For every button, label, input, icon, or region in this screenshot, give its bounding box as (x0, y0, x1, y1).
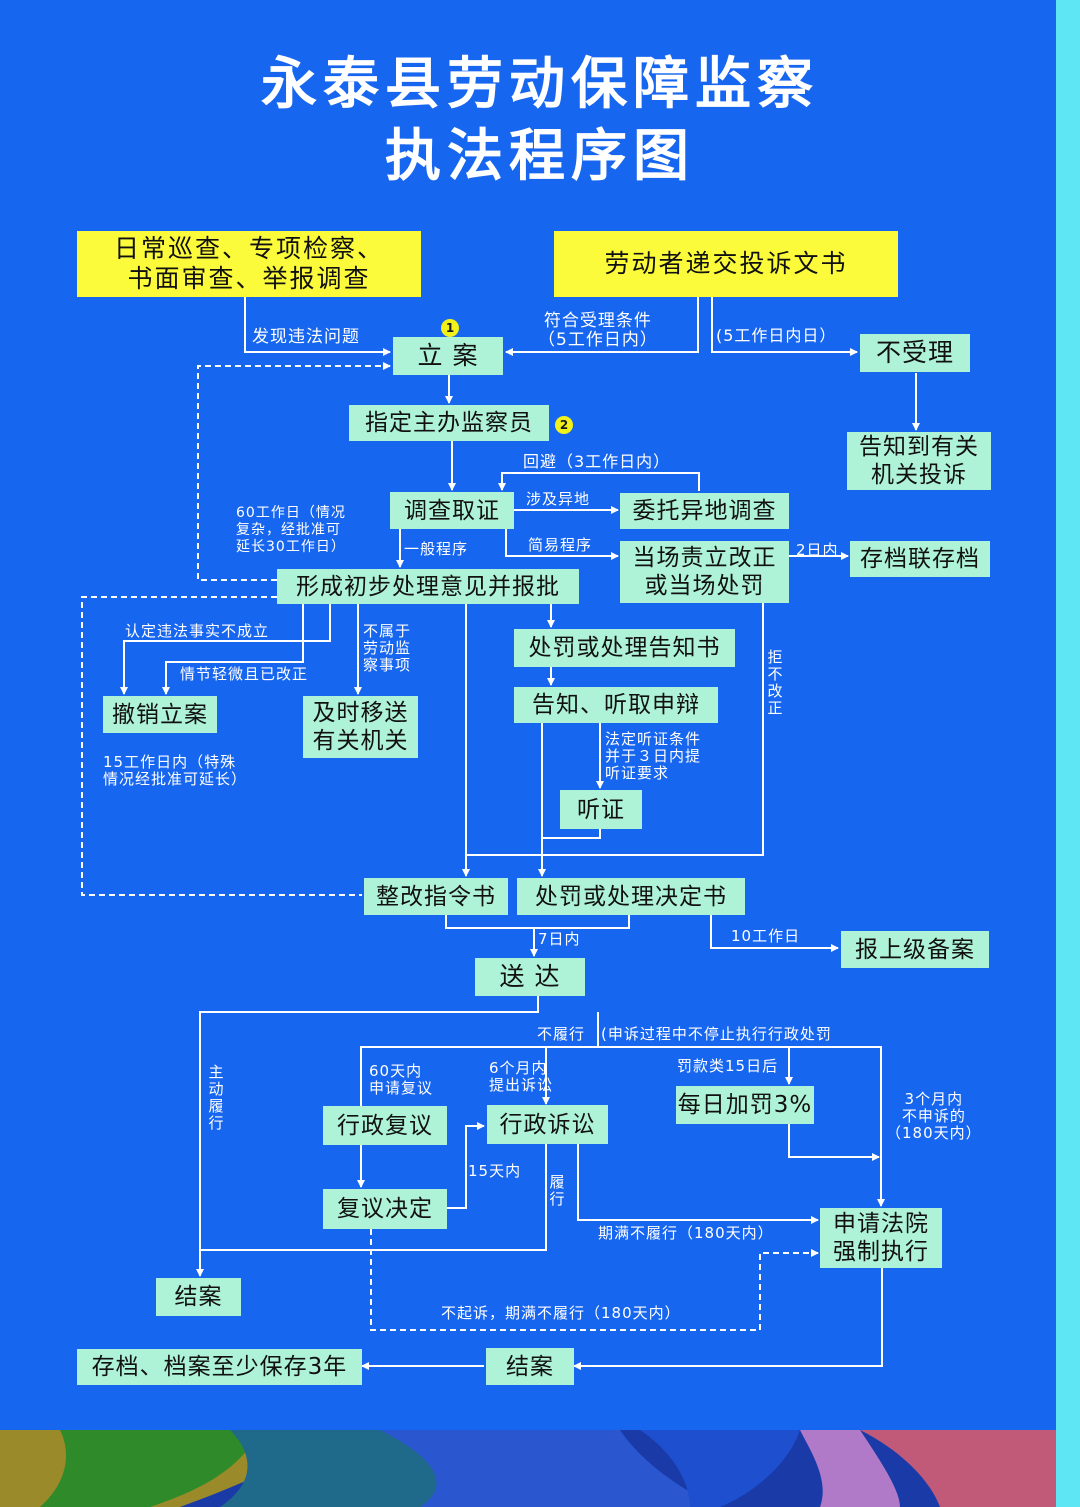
assign-inspector-box: 指定主办监察员 (349, 405, 549, 441)
investigate-box: 调查取证 (390, 492, 514, 529)
label-not-perform: 不履行 (537, 1025, 586, 1043)
title-line-2: 执法程序图 (385, 124, 695, 189)
label-no-stop-enforcement: (申诉过程中不停止执行行政处罚 (601, 1025, 832, 1043)
label-fifteen-workdays: 15工作日内（特殊 情况经批准可延长） (103, 753, 248, 788)
step-badge-1: 1 (441, 319, 459, 337)
label-general-procedure: 一般程序 (404, 540, 469, 558)
preliminary-opinion-box: 形成初步处理意见并报批 (277, 569, 579, 604)
label-sixty-review: 60天内 申请复议 (369, 1062, 434, 1097)
label-no-sue-expire: 不起诉，期满不履行（180天内） (441, 1304, 681, 1322)
notify-complaint-box: 告知到有关 机关投诉 (847, 432, 991, 490)
close-case-left-box: 结案 (156, 1278, 241, 1316)
label-seven-days: 7日内 (538, 930, 581, 948)
label-found-violation: 发现违法问题 (252, 327, 360, 347)
label-minor-corrected: 情节轻微且已改正 (180, 665, 309, 683)
label-sixty-workdays: 60工作日（情况 复杂，经批准可 延长30工作日） (236, 505, 346, 555)
deliver-box: 送 达 (475, 958, 585, 996)
label-ten-workdays: 10工作日 (731, 927, 801, 945)
li-an-box: 立 案 (393, 337, 503, 375)
archive-joint-box: 存档联存档 (850, 541, 990, 577)
label-simple-procedure: 简易程序 (528, 536, 593, 554)
review-decision-box: 复议决定 (323, 1189, 447, 1229)
entrust-remote-box: 委托异地调查 (620, 493, 789, 529)
admin-litigation-box: 行政诉讼 (487, 1105, 608, 1144)
label-not-belong: 不属于 劳动监 察事项 (363, 622, 412, 674)
rectify-order-box: 整改指令书 (364, 878, 508, 915)
bottom-decorative-artwork (0, 1430, 1056, 1507)
label-fifteen-within: 15天内 (468, 1162, 522, 1180)
title-line-1: 永泰县劳动保障监察 (261, 52, 819, 117)
report-superior-box: 报上级备案 (841, 931, 989, 968)
label-within-5-days: (5工作日内日） (716, 326, 837, 345)
penalty-decision-box: 处罚或处理决定书 (517, 878, 745, 915)
transfer-box: 及时移送 有关机关 (303, 696, 418, 758)
label-hearing-conditions: 法定听证条件 并于３日内提 听证要求 (605, 730, 702, 782)
label-remote: 涉及异地 (526, 490, 591, 508)
label-fine-15-days: 罚款类15日后 (677, 1057, 779, 1075)
label-meet-conditions: 符合受理条件 （5工作日内） (538, 311, 658, 350)
label-perform: 履行 (549, 1173, 565, 1208)
label-within-2-days: 2日内 (796, 541, 839, 559)
daily-penalty-box: 每日加罚3% (676, 1086, 814, 1124)
source-complaint-box: 劳动者递交投诉文书 (554, 231, 898, 297)
revoke-case-box: 撤销立案 (103, 696, 217, 733)
penalty-notice-box: 处罚或处理告知书 (514, 629, 735, 667)
reject-box: 不受理 (860, 334, 970, 372)
court-enforcement-box: 申请法院 强制执行 (820, 1208, 942, 1268)
onsite-correction-box: 当场责立改正 或当场处罚 (620, 541, 789, 603)
label-three-months: 3个月内 不申诉的 （180天内） (886, 1090, 982, 1142)
label-avoid: 回避（3工作日内） (523, 452, 671, 471)
notify-hear-box: 告知、听取申辩 (514, 687, 718, 723)
label-six-month-sue: 6个月内 提出诉讼 (489, 1059, 554, 1094)
archive-final-box: 存档、档案至少保存3年 (77, 1349, 362, 1385)
label-fact-not-established: 认定违法事实不成立 (125, 622, 270, 640)
hearing-box: 听证 (560, 790, 642, 829)
label-voluntary-perform: 主动履行 (208, 1063, 224, 1132)
source-inspection-box: 日常巡查、专项检察、 书面审查、举报调查 (77, 231, 421, 297)
step-badge-2: 2 (555, 416, 573, 434)
label-refuse-correct: 拒不改正 (767, 648, 783, 717)
right-edge-strip (1056, 0, 1080, 1507)
label-expire-180: 期满不履行（180天内） (598, 1224, 774, 1242)
close-case-bottom-box: 结案 (486, 1348, 574, 1385)
admin-review-box: 行政复议 (323, 1106, 447, 1145)
